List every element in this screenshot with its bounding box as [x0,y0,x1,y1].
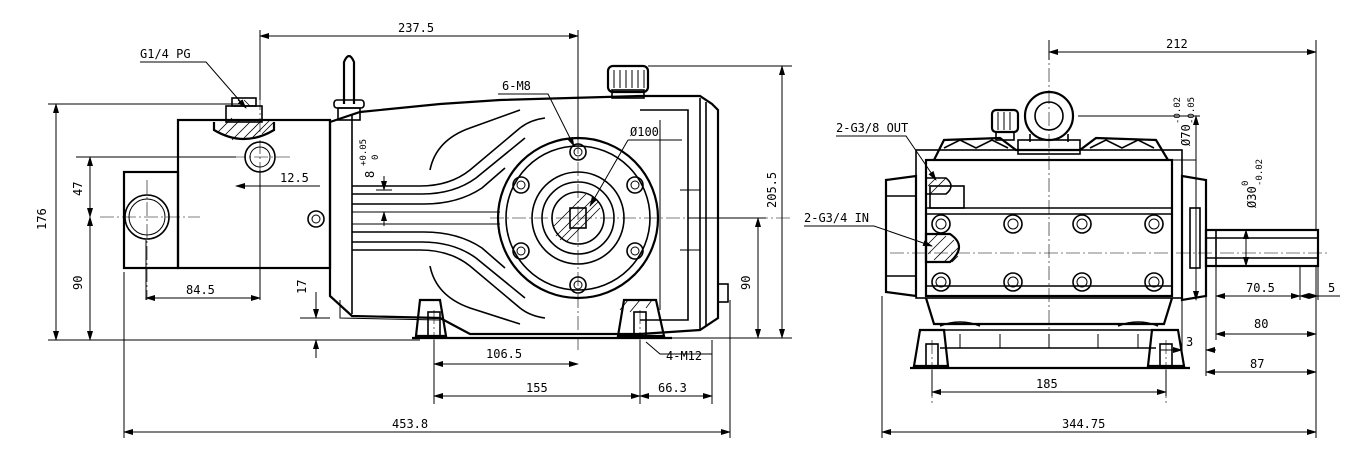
dim-foot-66: 66.3 [658,381,687,395]
dim-dia-70: Ø70 [1179,124,1193,146]
dim-shaft-80: 80 [1254,317,1268,331]
dim-diameter-100: Ø100 [630,125,659,139]
tolerance-lower: 0 [371,155,381,160]
dim-top-length: 237.5 [398,21,434,35]
label-gauge-port: G1/4 PG [140,47,191,61]
cover-bolt [626,176,644,194]
dim-base-185: 185 [1036,377,1058,391]
dipstick [333,54,365,121]
label-outlet: 2-G3/8 OUT [836,121,908,135]
dim-port-offset: 84.5 [186,283,215,297]
gauge-port-fitting [212,97,276,141]
manifold-block [176,118,332,270]
body-bolt [1144,214,1164,234]
dim-base-155: 155 [526,381,548,395]
body-bolt [931,272,951,292]
fluid-end-bolts [931,214,1164,292]
dim-dia-30-lower: -0.02 [1255,159,1265,186]
dim-height-90: 90 [71,276,85,290]
dim-dia-70-upper: -0.02 [1173,97,1183,124]
dim-shaft-3: 3 [1186,335,1193,349]
inlet-port [924,232,961,264]
oil-filler-cap [606,64,650,99]
cover-bolt [626,242,644,260]
crankcase-outline [328,94,720,336]
dim-dia-70-lower: -0.05 [1187,97,1197,124]
dim-shaft-5: 5 [1328,281,1335,295]
dim-shaft-87: 87 [1250,357,1264,371]
dim-dia-30-upper: 0 [1241,181,1251,186]
label-bolts-4: 4-M12 [666,349,702,363]
right-view: 212 344.75 185 70.5 5 80 87 3 Ø70 -0.02 … [804,37,1340,438]
body-bolt [1072,272,1092,292]
dim-overall-344: 344.75 [1062,417,1105,431]
drain-plug [717,283,729,303]
manifold-plug [307,210,325,228]
side-port-block [122,170,180,270]
dim-width-212: 212 [1166,37,1188,51]
dim-height-176: 176 [35,208,49,230]
tolerance-upper: +0.05 [359,139,369,166]
filler-cap-right [990,108,1020,141]
dim-height-205: 205.5 [765,172,779,208]
cover-bolt [512,176,530,194]
cover-bolt [512,242,530,260]
dim-base-106: 106.5 [486,347,522,361]
dim-height-17: 17 [295,280,309,294]
top-cover [933,136,1169,161]
label-bolts-6: 6-M8 [502,79,531,93]
dim-shaft-center-90: 90 [739,276,753,290]
dim-port-12: 12.5 [280,171,309,185]
body-bolt [1003,272,1023,292]
body-bolt [1003,214,1023,234]
dim-dia-30: Ø30 [1245,186,1259,208]
crankcase-ribs [352,109,701,325]
mounting-feet [414,298,666,338]
body-bolt [1144,272,1164,292]
dim-shaft-70-5: 70.5 [1246,281,1275,295]
label-inlet: 2-G3/4 IN [804,211,869,225]
body-bolt [1072,214,1092,234]
dim-overall-length: 453.8 [392,417,428,431]
left-view: 453.8 237.5 155 106.5 66.3 84.5 12.5 Ø10… [35,21,792,438]
body-bolt [931,214,951,234]
dim-height-47: 47 [71,182,85,196]
tolerance-base: 8 [363,171,377,178]
